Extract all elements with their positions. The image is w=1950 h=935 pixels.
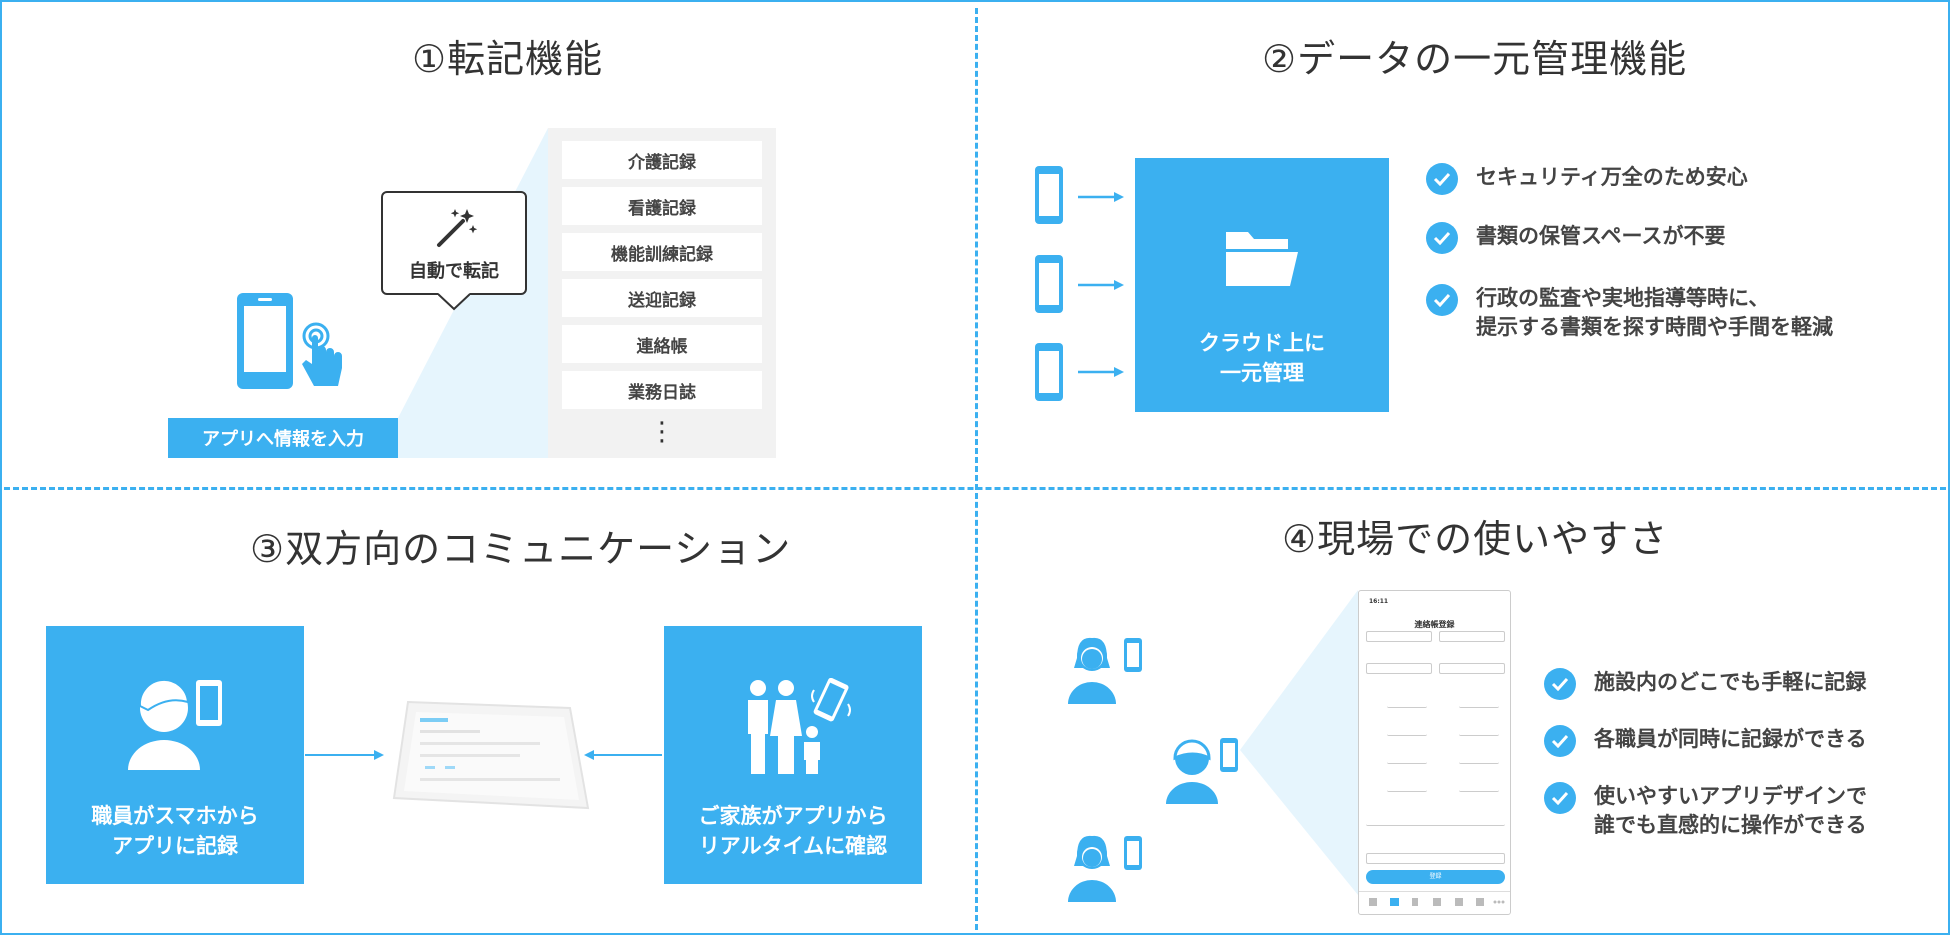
record-item: 機能訓練記録 [562,233,762,271]
phone-screen-title: 連絡帳登録 [1414,620,1455,629]
auto-transcribe-bubble: 自動で転記 [381,191,527,295]
tablet-icon [392,700,590,810]
phone-field [1459,781,1499,792]
bubble-tail [438,293,470,311]
folder-icon [1226,232,1298,286]
phone-field [1387,697,1427,708]
app-screen-mockup: 16:11 連絡帳登録 登録 [1358,590,1511,915]
section-title-data-management: ②データの一元管理機能 [1262,37,1688,81]
benefit-simultaneous: 各職員が同時に記録ができる [1544,725,1867,757]
usability-beam [1240,590,1358,895]
horizontal-divider [4,487,1946,490]
phone-field [1387,781,1427,792]
phone-field [1366,663,1432,674]
phone-submit-button: 登録 [1366,870,1505,884]
record-item: 連絡帳 [562,325,762,363]
auto-transcribe-label: 自動で転記 [409,261,499,282]
staff-label: 職員がスマホから アプリに記録 [91,804,259,858]
checkmark-icon [1544,782,1576,814]
smartphone-icon [1035,255,1063,313]
record-item: 送迎記録 [562,279,762,317]
tablet-flow [305,700,662,810]
device-arrows [1035,166,1124,401]
benefit-intuitive-design: 使いやすいアプリデザインで 誰でも直感的に操作ができる [1544,782,1867,840]
phone-bottom-nav [1359,891,1510,914]
benefit-storage: 書類の保管スペースが不要 [1426,222,1725,254]
cloud-management-label: クラウド上に 一元管理 [1199,331,1325,385]
record-item: 業務日誌 [562,371,762,409]
benefit-audit: 行政の監査や実地指導等時に、 提示する書類を探す時間や手間を軽減 [1426,284,1833,342]
section-title-usability: ④現場での使いやすさ [1282,517,1669,561]
staff-person-icon [1166,738,1238,804]
tap-hand-icon [302,322,342,386]
more-records-icon: ⋮ [649,417,675,447]
phone-field [1459,725,1499,736]
family-label: ご家族がアプリから リアルタイムに確認 [698,804,888,858]
phone-time: 16:11 [1369,598,1389,605]
phone-field [1439,631,1505,642]
section-title-communication: ③双方向のコミュニケーション [250,527,792,571]
checkmark-icon [1426,222,1458,254]
phone-field [1459,753,1499,764]
checkmark-icon [1426,163,1458,195]
benefit-anywhere: 施設内のどこでも手軽に記録 [1544,668,1866,700]
checkmark-icon [1426,284,1458,316]
checkmark-icon [1544,668,1576,700]
phone-field [1366,631,1432,642]
smartphone-icon [237,293,293,389]
phone-field [1387,725,1427,736]
cloud-management-box: クラウド上に 一元管理 [1135,158,1389,412]
staff-person-icon [1068,835,1142,902]
staff-person-icon [128,678,222,770]
phone-field [1366,853,1505,864]
phone-field [1366,815,1505,826]
app-input-label: アプリへ情報を入力 [168,418,398,458]
phone-field [1459,697,1499,708]
staff-person-icon [1068,637,1142,704]
smartphone-icon [1035,166,1063,224]
vertical-divider [975,8,978,930]
section-title-transcription: ①転記機能 [412,37,604,81]
record-item: 介護記録 [562,141,762,179]
family-icon [748,678,851,774]
benefit-security: セキュリティ万全のため安心 [1426,163,1748,195]
record-list-panel: 介護記録 看護記録 機能訓練記録 送迎記録 連絡帳 業務日誌 ⋮ [548,128,776,458]
phone-field [1439,663,1505,674]
smartphone-icon [1035,343,1063,401]
magic-wand-icon [437,209,478,247]
family-card: ご家族がアプリから リアルタイムに確認 [664,626,922,884]
record-item: 看護記録 [562,187,762,225]
checkmark-icon [1544,725,1576,757]
staff-card: 職員がスマホから アプリに記録 [46,626,304,884]
phone-field [1387,753,1427,764]
